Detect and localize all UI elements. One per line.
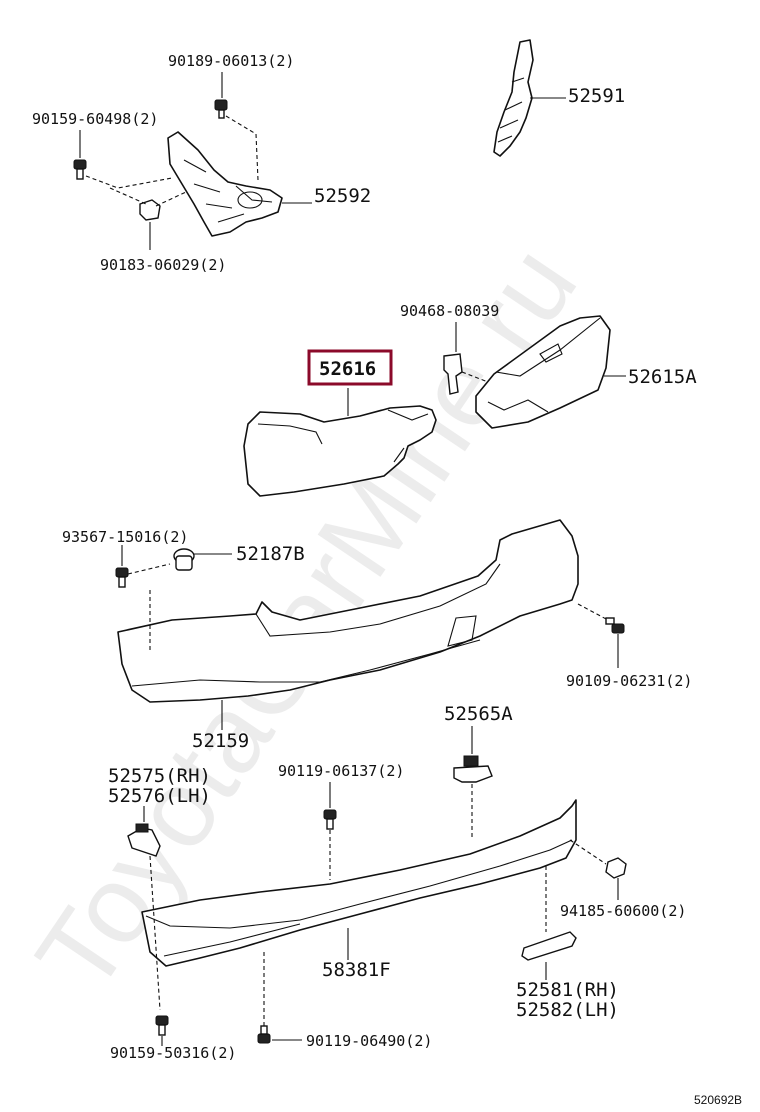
label-52581-rh: 52581(RH)	[516, 979, 619, 1001]
screw-90109[interactable]	[605, 617, 625, 634]
label-90183-06029: 90183-06029(2)	[100, 256, 226, 274]
diagram-code: 520692B	[694, 1093, 742, 1107]
part-52159-bumper-cover[interactable]	[117, 519, 579, 703]
label-90119-06490: 90119-06490(2)	[306, 1032, 432, 1050]
label-52565a: 52565A	[444, 703, 513, 725]
screw-90159b[interactable]	[155, 1015, 169, 1036]
label-90189-06013: 90189-06013(2)	[168, 52, 294, 70]
part-52615a-absorber[interactable]	[475, 315, 611, 429]
part-52592-bracket[interactable]	[167, 131, 283, 237]
screw-90119a[interactable]	[323, 809, 337, 830]
retainer-52187b[interactable]	[173, 548, 195, 571]
screw-90159a[interactable]	[73, 159, 87, 180]
label-90159-50316: 90159-50316(2)	[110, 1044, 236, 1062]
dash-90468	[461, 371, 489, 383]
label-52615a: 52615A	[628, 366, 697, 388]
label-58381f: 58381F	[322, 959, 391, 981]
label-52616: 52616	[319, 358, 376, 380]
dash-90189	[225, 115, 259, 181]
screw-93567[interactable]	[115, 567, 129, 588]
label-93567-15016: 93567-15016(2)	[62, 528, 188, 546]
nut-90183[interactable]	[139, 199, 161, 221]
label-90109-06231: 90109-06231(2)	[566, 672, 692, 690]
label-94185-60600: 94185-60600(2)	[560, 902, 686, 920]
highlight-box-52616	[307, 349, 393, 386]
clip-90468[interactable]	[443, 353, 463, 395]
part-52616-absorber[interactable]	[243, 405, 437, 497]
nut-94185[interactable]	[605, 857, 627, 879]
dash-94185	[569, 839, 607, 865]
dash-90109	[577, 603, 609, 621]
dash-93567	[127, 563, 171, 650]
dash-52575	[149, 855, 161, 1011]
label-52591: 52591	[568, 85, 625, 107]
part-52591-bracket[interactable]	[493, 39, 534, 157]
label-90159-60498: 90159-60498(2)	[32, 110, 158, 128]
label-90468-08039: 90468-08039	[400, 302, 499, 320]
clip-90189[interactable]	[214, 99, 228, 119]
retainer-52581[interactable]	[521, 931, 577, 961]
part-58381f-spoiler[interactable]	[141, 799, 577, 967]
label-52187b: 52187B	[236, 543, 305, 565]
screw-90119b[interactable]	[257, 1025, 271, 1044]
dash-90159a	[85, 175, 173, 189]
label-52576-lh: 52576(LH)	[108, 785, 211, 807]
label-90119-06137: 90119-06137(2)	[278, 762, 404, 780]
label-52582-lh: 52582(LH)	[516, 999, 619, 1021]
label-52159: 52159	[192, 730, 249, 752]
dash-90183	[109, 187, 187, 207]
label-52575-rh: 52575(RH)	[108, 765, 211, 787]
bracket-52575[interactable]	[127, 823, 161, 857]
label-52592: 52592	[314, 185, 371, 207]
clip-52565a[interactable]	[453, 755, 493, 783]
